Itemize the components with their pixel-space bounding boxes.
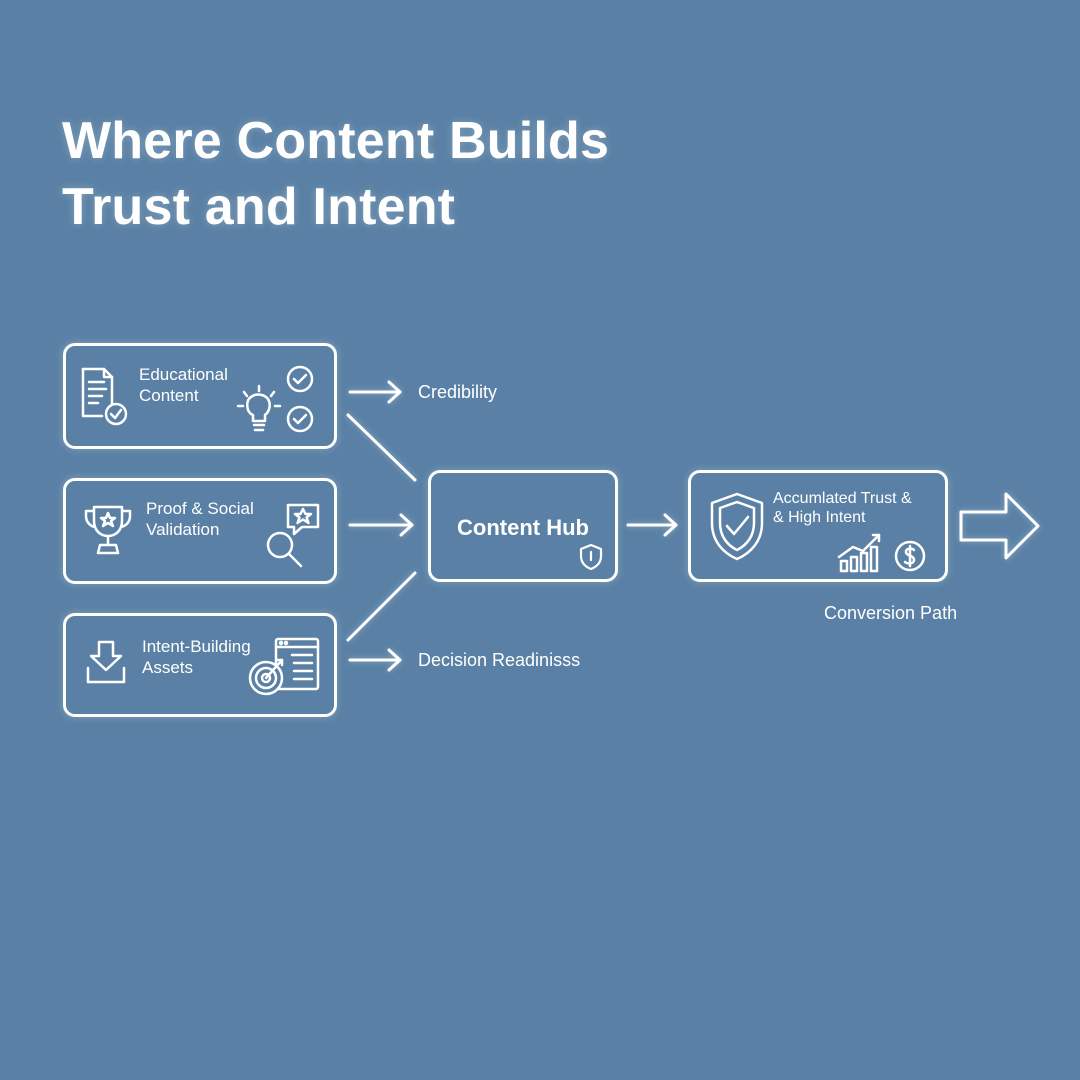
magnifier-icon <box>264 529 308 573</box>
source-label-proof: Proof & Social Validation <box>146 498 254 540</box>
check-circle-icon <box>285 404 315 434</box>
content-hub-label: Content Hub <box>457 515 589 540</box>
source-label-educational: Educational Content <box>139 364 228 406</box>
arrow-hub-to-result-head <box>663 513 678 537</box>
content-hub-box: Content Hub <box>428 470 618 582</box>
result-label-line-2: & High Intent <box>773 509 866 526</box>
trophy-icon <box>82 503 134 561</box>
conversion-path-label: Conversion Path <box>824 603 958 623</box>
connector-top-diagonal <box>346 413 417 482</box>
source-box-intent: Intent-Building Assets <box>63 613 337 717</box>
download-icon <box>84 638 128 688</box>
page-title: Where Content Builds Trust and Intent <box>62 108 609 240</box>
title-line-1: Where Content Builds <box>62 112 610 170</box>
source-label-line-2: Validation <box>146 520 220 539</box>
source-box-educational: Educational Content <box>63 343 337 449</box>
shield-check-icon <box>707 491 767 563</box>
star-speech-bubble-icon <box>284 501 324 541</box>
arrow-to-decision-head <box>387 648 402 672</box>
source-label-line-1: Proof & Social <box>146 499 254 518</box>
dollar-coin-icon <box>893 539 927 573</box>
source-label-line-2: Content <box>139 386 199 405</box>
result-box: Accumlated Trust & & High Intent <box>688 470 948 582</box>
lightbulb-icon <box>236 384 282 436</box>
outcome-decision-readiness: Decision Readinisss <box>418 650 581 670</box>
growth-chart-icon <box>835 531 887 575</box>
source-label-line-1: Educational <box>139 365 228 384</box>
shield-icon <box>579 543 603 571</box>
arrow-to-hub-head <box>399 513 414 537</box>
connector-bottom-diagonal <box>346 571 417 642</box>
arrow-right-icon <box>958 490 1042 562</box>
document-check-icon <box>80 366 128 426</box>
source-label-intent: Intent-Building Assets <box>142 636 251 678</box>
title-line-2: Trust and Intent <box>62 178 456 236</box>
result-label-line-1: Accumlated Trust & <box>773 490 912 507</box>
result-label: Accumlated Trust & & High Intent <box>773 489 912 527</box>
arrow-to-credibility-head <box>387 380 402 404</box>
check-circle-icon <box>285 364 315 394</box>
source-box-proof: Proof & Social Validation <box>63 478 337 584</box>
outcome-credibility: Credibility <box>418 382 498 402</box>
target-document-icon <box>246 636 322 698</box>
source-label-line-2: Assets <box>142 658 194 677</box>
source-label-line-1: Intent-Building <box>142 637 251 656</box>
